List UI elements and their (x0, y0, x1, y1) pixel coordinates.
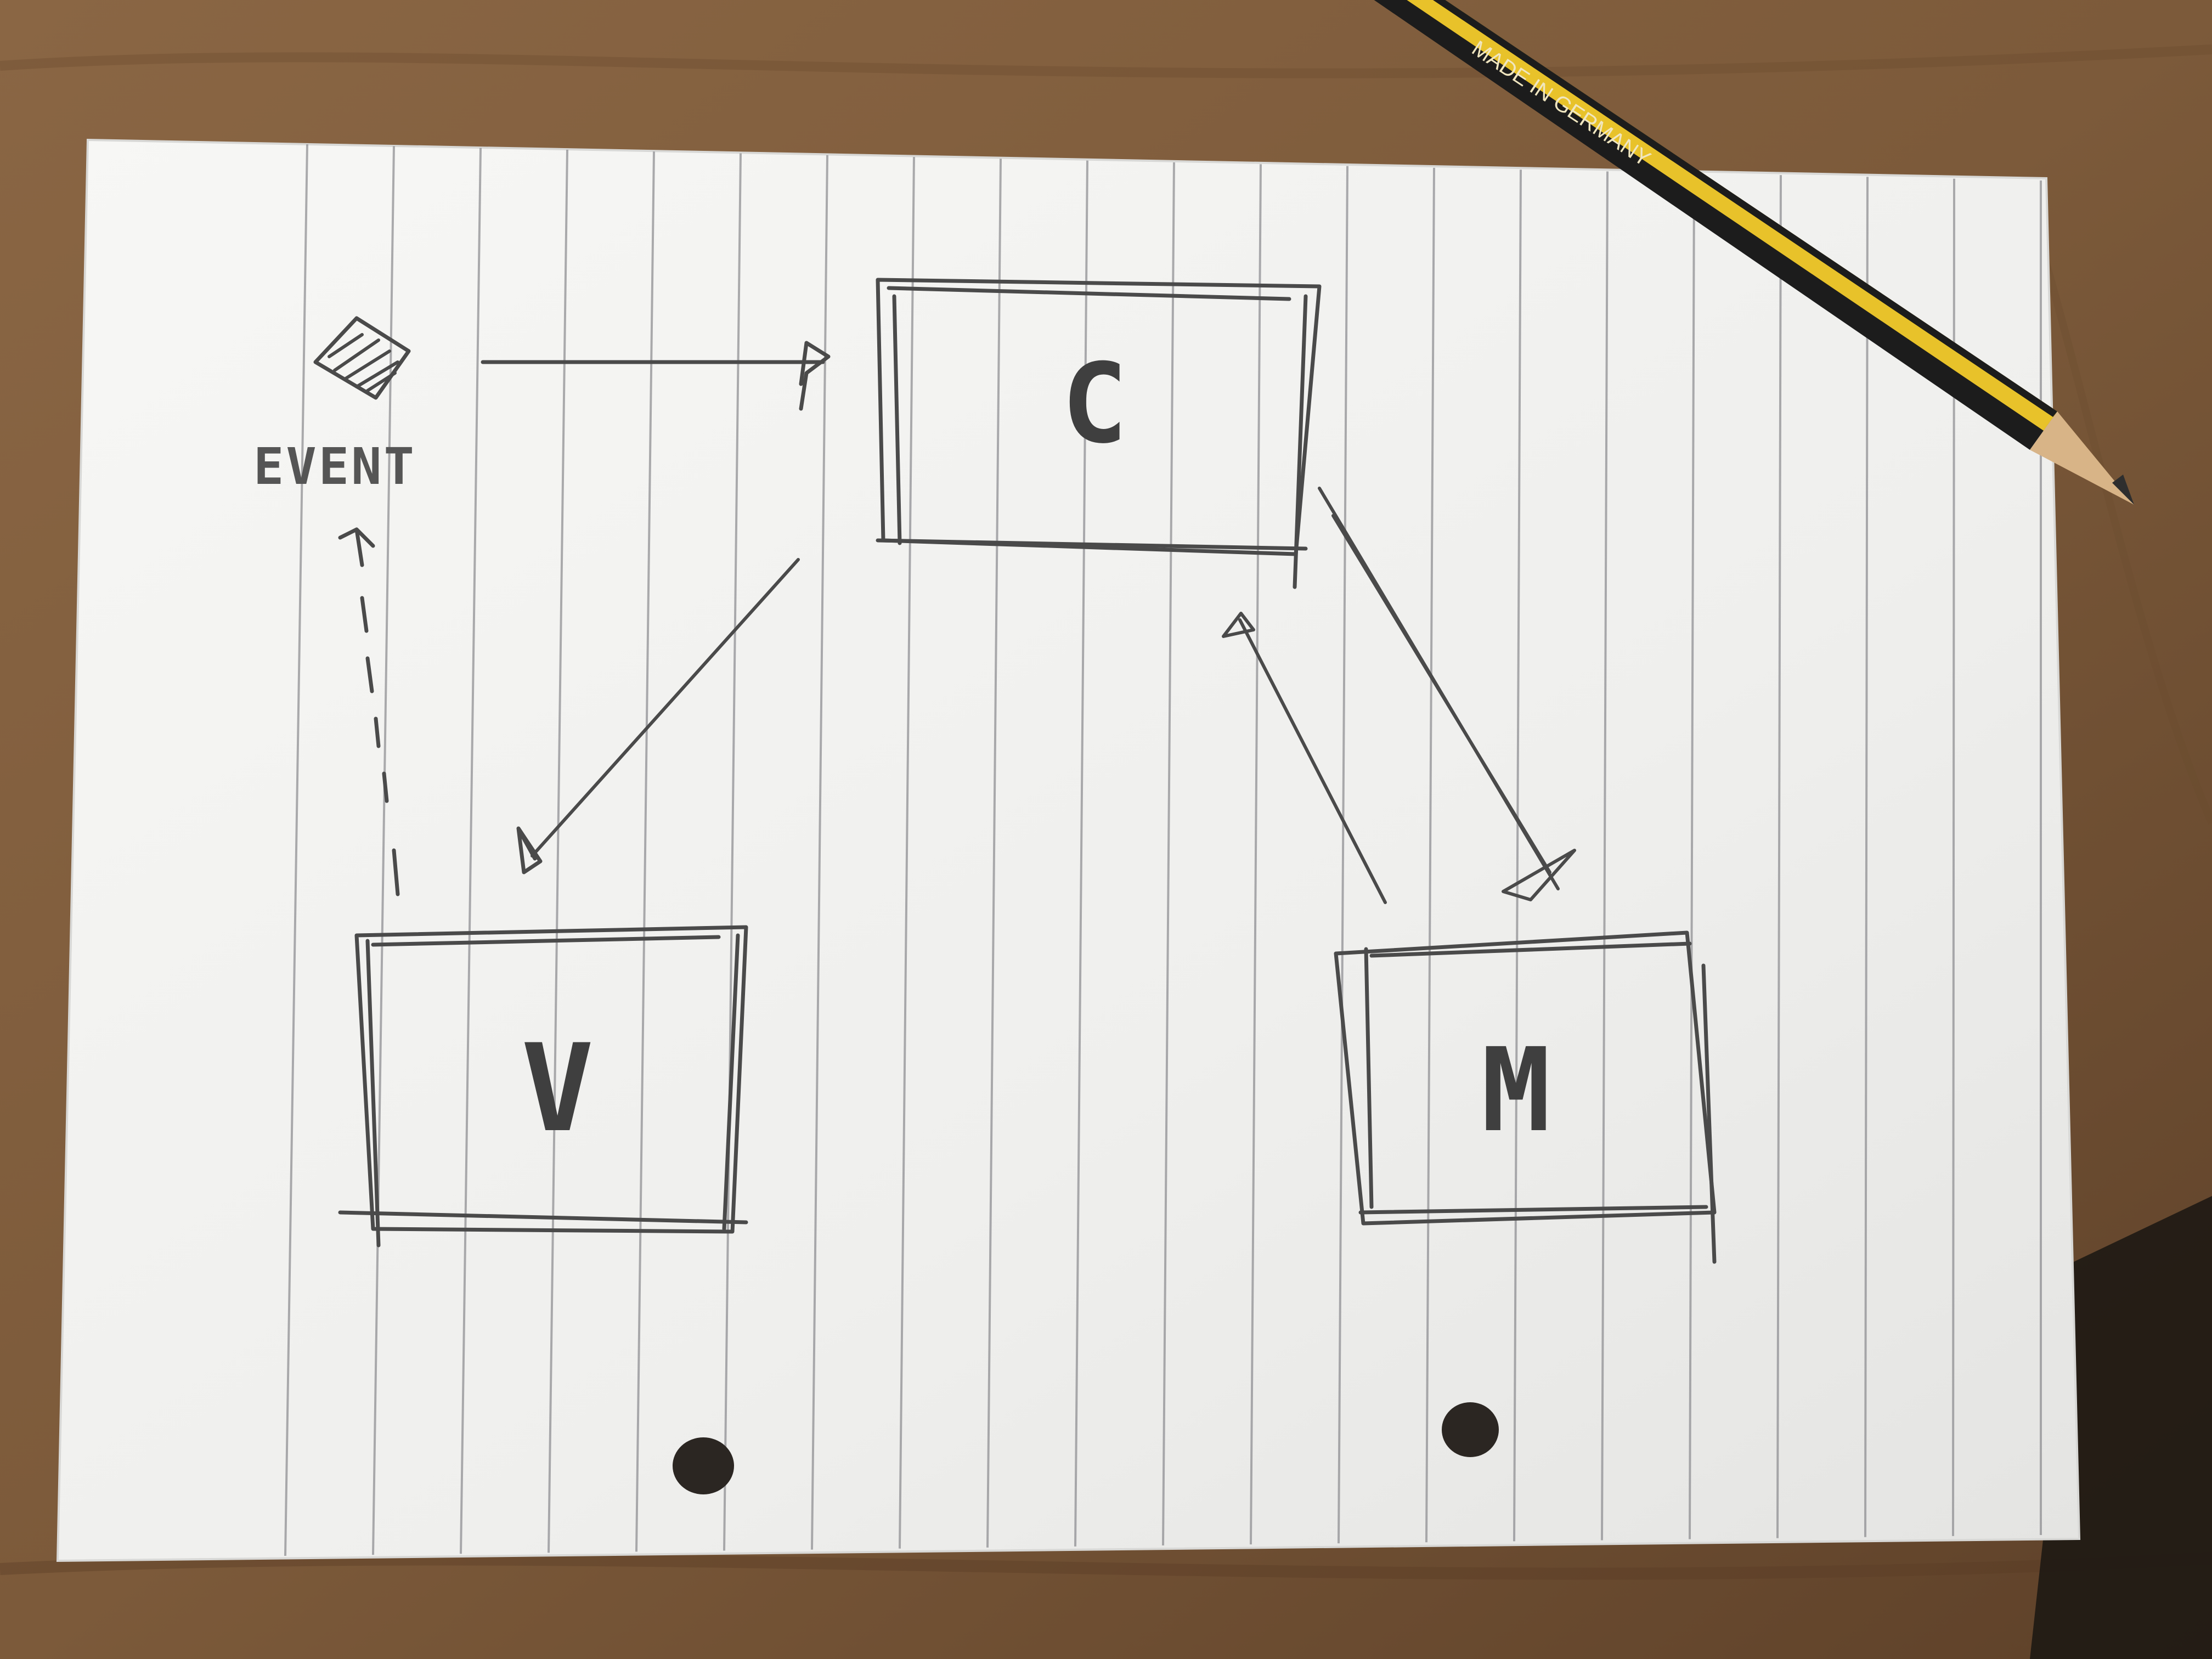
arrow-view-to-event-dashed (338, 527, 400, 896)
arrow-event-to-controller (481, 341, 831, 411)
rule-line (723, 153, 742, 1551)
rule-line (1425, 167, 1435, 1543)
punch-hole-right (1442, 1402, 1499, 1457)
rule-line (372, 146, 395, 1555)
rule-line (1250, 164, 1262, 1545)
view-label: V (521, 1018, 594, 1159)
controller-box (876, 278, 1322, 589)
rule-line (811, 155, 828, 1550)
rule-line (1162, 162, 1175, 1546)
pencil: MADE IN GERMANY (1374, 0, 2134, 505)
arrow-controller-to-model (1318, 487, 1576, 901)
view-box (338, 925, 748, 1248)
event-marker-icon (313, 316, 411, 400)
arrow-model-to-controller (1222, 612, 1387, 904)
model-box (1334, 930, 1717, 1264)
punch-hole-left (673, 1437, 734, 1494)
rule-line (1338, 166, 1348, 1544)
rule-line (548, 149, 568, 1553)
rule-line (899, 157, 915, 1549)
rule-line (284, 144, 308, 1556)
rule-line (1952, 178, 1955, 1536)
controller-label: C (1062, 340, 1127, 468)
hand-drawn-diagram: EVENT C (253, 278, 1717, 1264)
arrow-controller-to-view (516, 558, 800, 874)
model-label: M (1481, 1023, 1550, 1158)
rule-line (1776, 175, 1782, 1538)
event-label: EVENT (253, 437, 416, 496)
rule-line (1513, 170, 1522, 1542)
rule-line (635, 151, 655, 1552)
rule-line (1601, 171, 1609, 1541)
rule-line (1689, 173, 1695, 1539)
rule-line (460, 148, 482, 1554)
rule-line (1864, 177, 1869, 1537)
rule-line (986, 159, 1002, 1548)
paper-sheet (56, 138, 2081, 1562)
rule-line (1074, 160, 1088, 1547)
